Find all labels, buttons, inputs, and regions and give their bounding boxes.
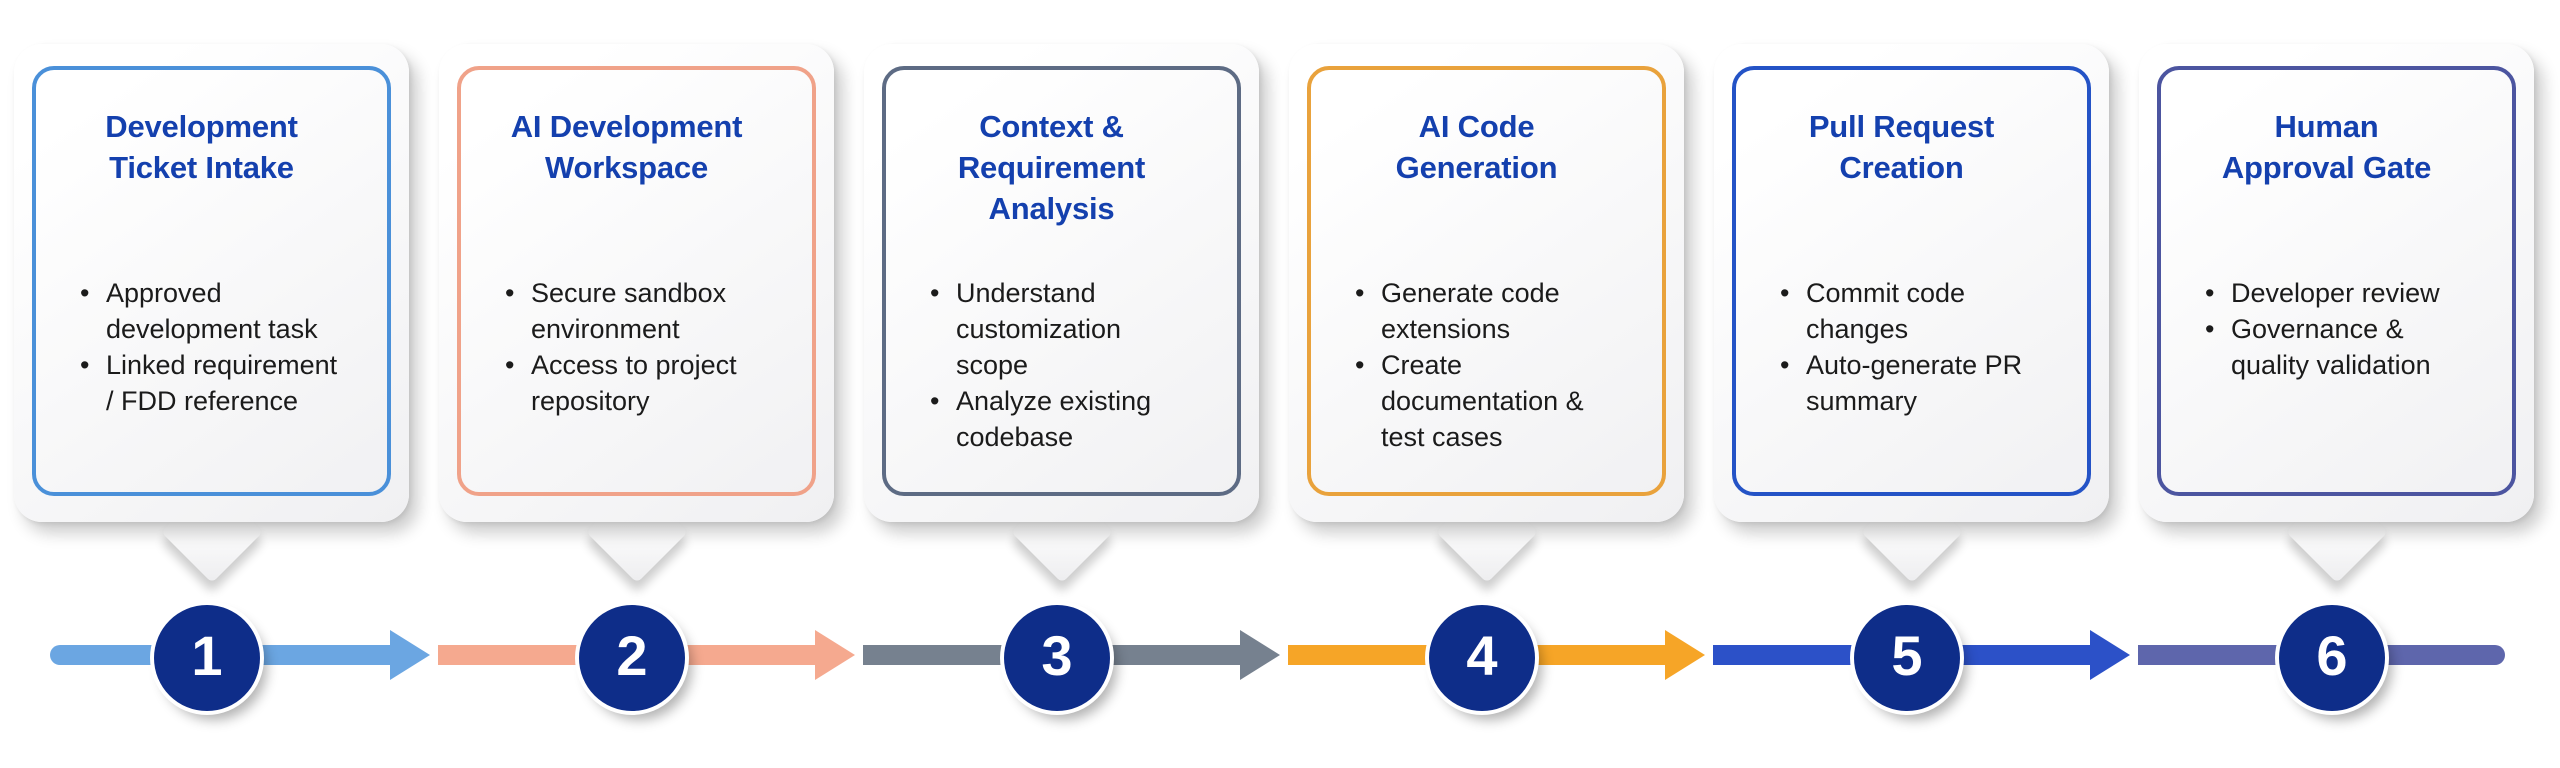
step-title-line: Human [2274,109,2379,144]
step-number-badge: 3 [1004,605,1110,711]
arrow-right-icon [1665,630,1705,680]
step-bullets: Approved development taskLinked requirem… [50,275,353,419]
arrow-right-icon [1240,630,1280,680]
bullet-item: Approved development task [80,275,344,347]
step-title-line: Development [105,109,298,144]
step-bullets: Secure sandbox environmentAccess to proj… [475,275,778,419]
step-title-line: AI Code [1418,109,1535,144]
step-title-line: Ticket Intake [109,150,294,185]
step-number: 5 [1891,624,1923,687]
step-title-line: AI Development [510,109,743,144]
bullet-item: Linked requirement / FDD reference [80,347,344,419]
bullet-item: Create documentation & test cases [1355,347,1619,455]
step-number-badge: 6 [2279,605,2385,711]
step-title-line: Context & [979,109,1124,144]
step-number-badge: 2 [579,605,685,711]
arrow-right-icon [2090,630,2130,680]
step-bullets: Generate code extensionsCreate documenta… [1325,275,1628,455]
step-bullets: Commit code changesAuto-generate PR summ… [1750,275,2053,419]
step-title-line: Creation [1839,150,1964,185]
bullet-item: Analyze existing codebase [930,383,1194,455]
step-title-line: Analysis [988,191,1115,226]
step-number-badge: 5 [1854,605,1960,711]
arrow-right-icon [815,630,855,680]
step-number: 2 [616,624,648,687]
bullet-item: Secure sandbox environment [505,275,769,347]
bullet-item: Commit code changes [1780,275,2044,347]
step-title-line: Approval Gate [2221,150,2432,185]
step-number: 4 [1466,624,1498,687]
step-title-line: Generation [1395,150,1558,185]
bullet-item: Generate code extensions [1355,275,1619,347]
step-number-badge: 4 [1429,605,1535,711]
bullet-item: Access to project repository [505,347,769,419]
step-number: 1 [191,624,223,687]
step-number: 3 [1041,624,1073,687]
step-title-line: Workspace [544,150,709,185]
step-title-line: Pull Request [1808,109,1995,144]
bullet-item: Auto-generate PR summary [1780,347,2044,419]
step-title-line: Requirement [957,150,1146,185]
bullet-item: Governance & quality validation [2205,311,2469,383]
bullet-item: Understand customization scope [930,275,1194,383]
step-number-badge: 1 [154,605,260,711]
step-number: 6 [2316,624,2348,687]
bullet-item: Developer review [2205,275,2469,311]
step-bullets: Developer reviewGovernance & quality val… [2175,275,2478,383]
step-bullets: Understand customization scopeAnalyze ex… [900,275,1203,455]
arrow-right-icon [390,630,430,680]
